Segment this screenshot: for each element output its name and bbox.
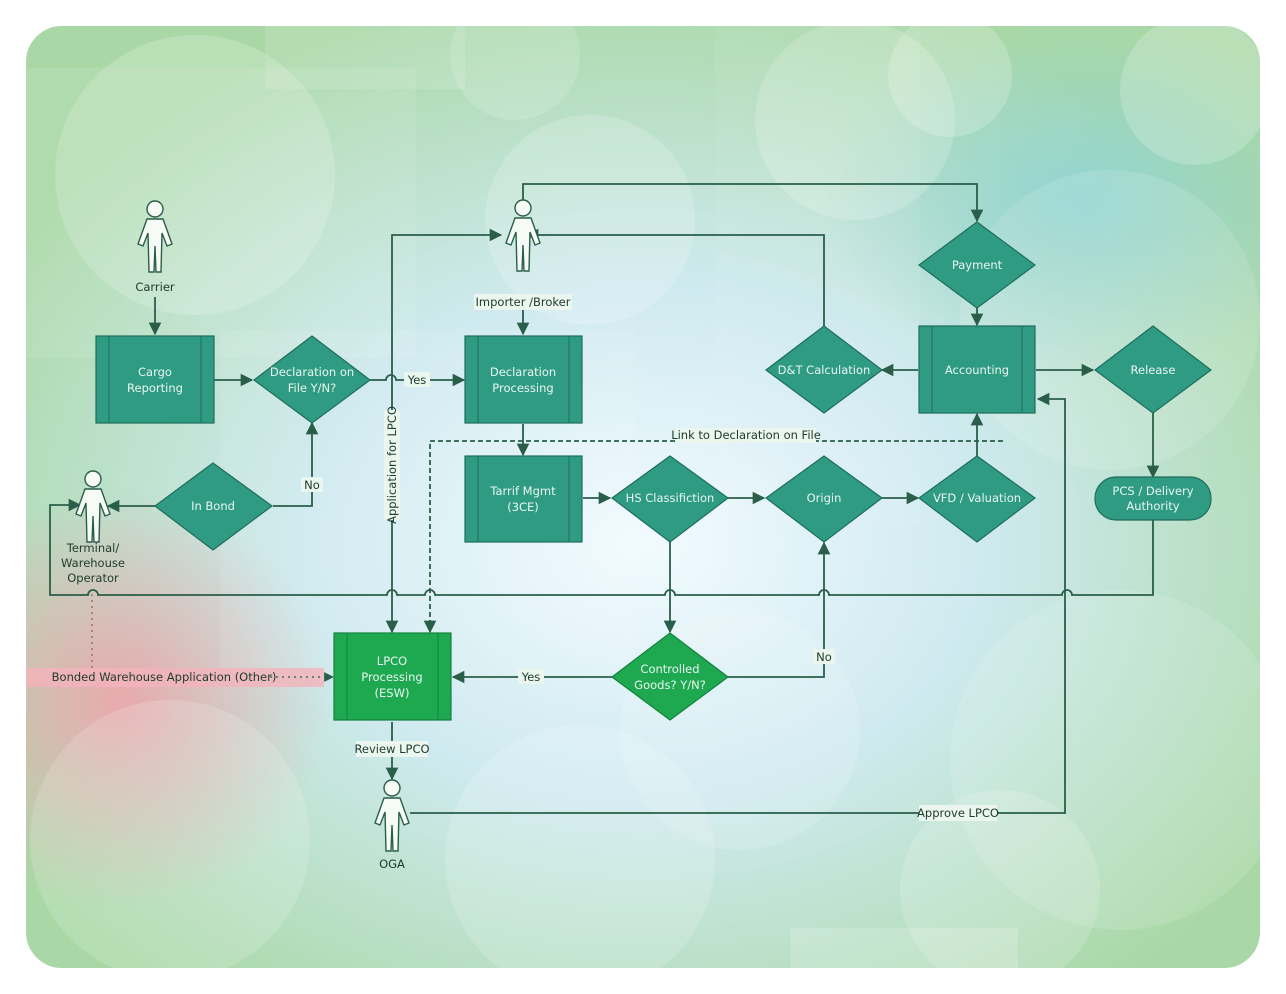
person-icon (137, 200, 173, 273)
cargo-reporting-box[interactable]: Cargo Reporting (95, 335, 215, 424)
declaration-processing-label-1: Declaration (490, 365, 556, 379)
lpco-processing-label-1: LPCO (377, 654, 407, 668)
pcs-delivery-label-1: PCS / Delivery (1112, 484, 1193, 498)
importer-label: Importer /Broker (476, 295, 571, 309)
no-controlled-label: No (816, 650, 832, 664)
pcs-delivery-terminator[interactable]: PCS / Delivery Authority (1094, 476, 1212, 521)
declaration-on-file-diamond[interactable]: Declaration on File Y/N? (252, 335, 372, 424)
payment-diamond[interactable]: Payment (917, 221, 1037, 309)
accounting-label: Accounting (945, 363, 1009, 377)
edge-no-to-in-bond (273, 421, 319, 507)
vfd-valuation-label: VFD / Valuation (933, 491, 1021, 505)
lpco-processing-label-3: (ESW) (375, 686, 410, 700)
terminal-label-1: Terminal/ (66, 541, 120, 555)
lpco-processing-box[interactable]: LPCO Processing (ESW) (333, 632, 452, 721)
process-nodes: Cargo Reporting Declaration Processing T… (95, 325, 1212, 721)
person-icon (374, 779, 410, 852)
decision-nodes: Declaration on File Y/N? In Bond HS Clas… (153, 221, 1213, 721)
declaration-processing-label-2: Processing (492, 381, 553, 395)
tariff-mgmt-label-1: Tarrif Mgmt (489, 484, 556, 498)
bonded-warehouse-label: Bonded Warehouse Application (Other) (52, 670, 277, 684)
tariff-mgmt-label-2: (3CE) (507, 500, 539, 514)
frame-border (22, 22, 1264, 972)
edge-oga-to-accounting (410, 392, 1066, 814)
controlled-goods-label-1: Controlled (640, 662, 699, 676)
review-lpco-label: Review LPCO (354, 742, 429, 756)
release-diamond[interactable]: Release (1093, 325, 1213, 414)
terminal-label-3: Operator (67, 571, 119, 585)
hs-classification-label: HS Classifiction (626, 491, 715, 505)
importer-actor[interactable]: Importer /Broker (474, 199, 572, 310)
declaration-on-file-label-2: File Y/N? (288, 381, 337, 395)
in-bond-label: In Bond (191, 499, 235, 513)
terminal-label-2: Warehouse (61, 556, 125, 570)
carrier-label: Carrier (135, 280, 175, 294)
carrier-actor[interactable]: Carrier (135, 200, 175, 294)
approve-lpco-label: Approve LPCO (917, 806, 999, 820)
cargo-reporting-label-2: Reporting (127, 381, 183, 395)
application-lpco-label: Application for LPCO (385, 406, 399, 524)
yes-controlled-label: Yes (521, 670, 541, 684)
oga-actor[interactable]: OGA (374, 779, 410, 871)
lpco-processing-label-2: Processing (361, 670, 422, 684)
edge-importer-to-payment (522, 183, 984, 223)
origin-label: Origin (807, 491, 842, 505)
edge-link-declaration (423, 440, 1003, 634)
dt-calculation-label: D&T Calculation (778, 363, 871, 377)
accounting-box[interactable]: Accounting (918, 325, 1036, 414)
dt-calculation-diamond[interactable]: D&T Calculation (764, 325, 884, 414)
edge-labels: Yes No Application for LPCO Link to Decl… (52, 372, 999, 821)
hs-classification-diamond[interactable]: HS Classifiction (610, 455, 730, 543)
link-declaration-label: Link to Declaration on File (671, 428, 821, 442)
origin-diamond[interactable]: Origin (764, 455, 884, 543)
in-bond-diamond[interactable]: In Bond (153, 462, 274, 551)
actors: Carrier Importer /Broker Terminal/ Wareh… (61, 199, 572, 871)
declaration-processing-box[interactable]: Declaration Processing (464, 335, 583, 424)
oga-label: OGA (379, 857, 405, 871)
vfd-valuation-diamond[interactable]: VFD / Valuation (917, 455, 1037, 543)
yes-declaration-label: Yes (407, 373, 427, 387)
payment-label: Payment (952, 258, 1003, 272)
tariff-mgmt-box[interactable]: Tarrif Mgmt (3CE) (464, 455, 583, 543)
release-label: Release (1131, 363, 1176, 377)
person-icon (75, 470, 111, 543)
person-icon (505, 199, 541, 272)
pcs-delivery-label-2: Authority (1126, 499, 1179, 513)
edge-controlled-no-to-origin (728, 541, 831, 678)
declaration-on-file-label-1: Declaration on (270, 365, 354, 379)
controlled-goods-label-2: Goods? Y/N? (634, 678, 706, 692)
controlled-goods-diamond[interactable]: Controlled Goods? Y/N? (610, 632, 730, 721)
terminal-actor[interactable]: Terminal/ Warehouse Operator (61, 470, 125, 585)
no-in-bond-label: No (304, 478, 320, 492)
cargo-reporting-label-1: Cargo (138, 365, 172, 379)
edge-dt-to-importer (525, 228, 825, 326)
